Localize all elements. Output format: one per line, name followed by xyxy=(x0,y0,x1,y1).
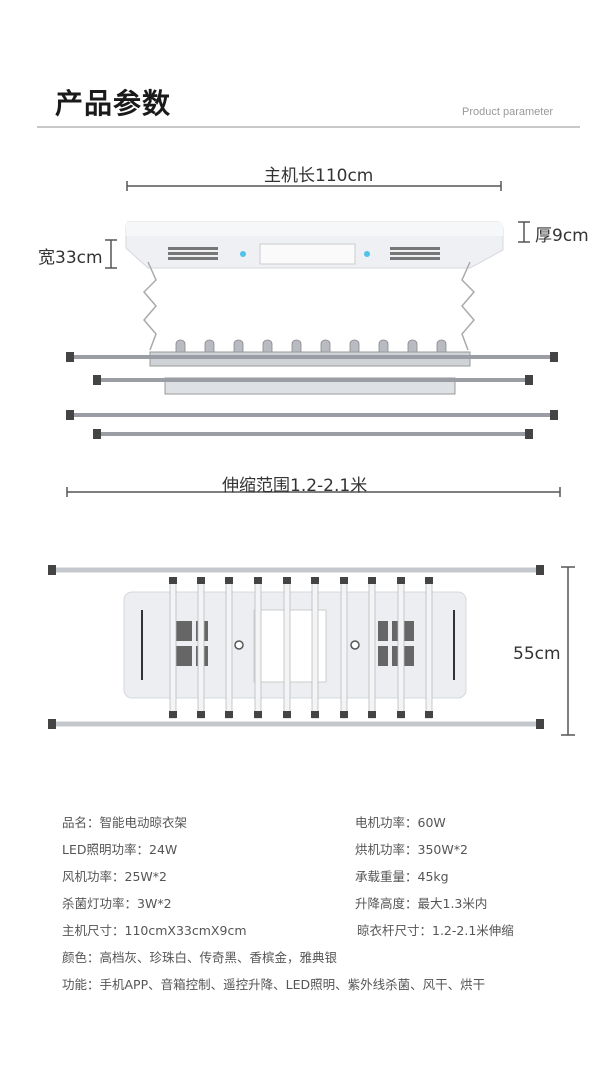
spec-uv-power: 杀菌灯功率：3W*2 xyxy=(62,896,172,911)
depth-dimension-line xyxy=(561,566,575,736)
thickness-marker xyxy=(518,221,530,243)
spec-colors: 颜色：高档灰、珍珠白、传奇黑、香槟金，雅典银 xyxy=(62,950,338,965)
spec-load: 承载重量：45kg xyxy=(355,869,449,884)
vent-left xyxy=(168,247,218,260)
header-divider xyxy=(37,126,580,128)
main-unit-front-view xyxy=(125,221,504,269)
scissor-arms xyxy=(142,261,476,351)
rod-end-caps xyxy=(66,352,558,439)
vent-right xyxy=(390,247,440,260)
spec-lift-height: 升降高度：最大1.3米内 xyxy=(355,896,488,911)
spec-motor-power: 电机功率：60W xyxy=(355,815,446,830)
length-label: 主机长110cm xyxy=(264,166,374,186)
width-label: 宽33cm xyxy=(38,248,103,268)
spec-led-power: LED照明功率：24W xyxy=(62,842,178,857)
drying-rods xyxy=(68,355,557,436)
bottom-slats xyxy=(169,577,433,719)
length-dimension-line xyxy=(126,181,502,191)
spec-rod-size: 晾衣杆尺寸：1.2-2.1米伸缩 xyxy=(357,923,514,938)
spec-host-size: 主机尺寸：110cmX33cmX9cm xyxy=(62,923,247,938)
thickness-label: 厚9cm xyxy=(535,226,589,246)
slat-caps xyxy=(48,565,544,729)
spec-product-name: 品名：智能电动晾衣架 xyxy=(62,815,188,830)
depth-label: 55cm xyxy=(513,644,561,664)
extend-range-label: 伸缩范围1.2-2.1米 xyxy=(222,476,368,496)
uv-lamp-left xyxy=(240,251,246,257)
uv-lamp-right xyxy=(364,251,370,257)
width-marker xyxy=(105,239,117,269)
spec-fan-power: 风机功率：25W*2 xyxy=(62,869,167,884)
spec-dryer-power: 烘机功率：350W*2 xyxy=(355,842,468,857)
led-panel xyxy=(259,243,356,265)
page-subtitle: Product parameter xyxy=(462,106,554,118)
extend-range-line xyxy=(66,487,561,497)
page-title: 产品参数 xyxy=(55,87,172,120)
spec-functions: 功能：手机APP、音箱控制、遥控升降、LED照明、紫外线杀菌、风干、烘干 xyxy=(62,977,486,992)
bottom-rails xyxy=(49,567,543,727)
